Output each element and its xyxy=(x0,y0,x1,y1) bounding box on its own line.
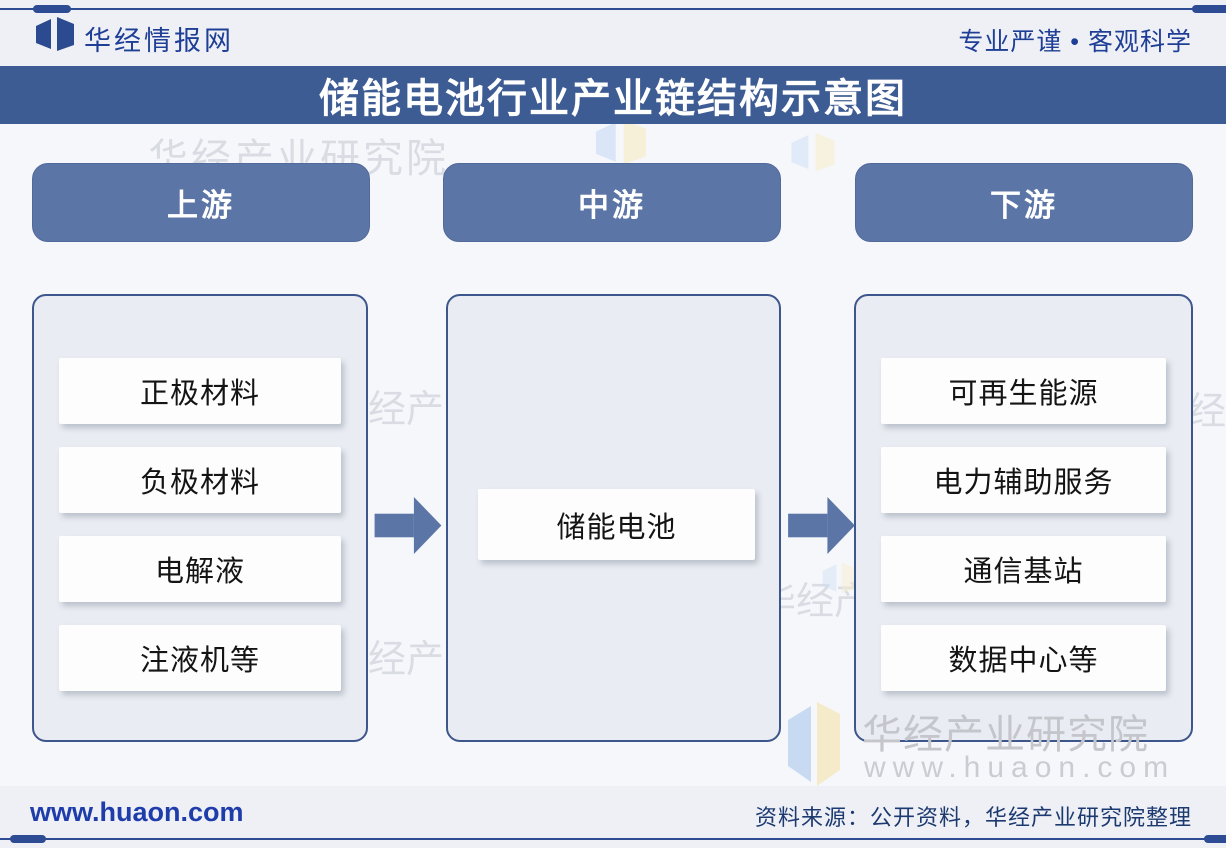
page-title: 储能电池行业产业链结构示意图 xyxy=(319,77,907,121)
stage-label: 中游 xyxy=(578,188,646,223)
chain-node-label: 可再生能源 xyxy=(948,378,1099,410)
watermark-logo-icon xyxy=(791,132,835,172)
chain-node-label: 电力辅助服务 xyxy=(933,467,1114,499)
footer-band xyxy=(0,786,1226,848)
brand-tagline: 专业严谨 • 客观科学 xyxy=(958,28,1192,56)
chain-node-label: 正极材料 xyxy=(139,378,260,410)
right-arrow-icon xyxy=(374,497,442,554)
downstream-panel: 可再生能源 电力辅助服务 通信基站 数据中心等 xyxy=(854,294,1193,742)
chain-node-label: 通信基站 xyxy=(963,556,1084,588)
top-rule-right-cap xyxy=(1192,5,1226,13)
chain-node: 储能电池 xyxy=(478,489,755,560)
watermark-logo-icon xyxy=(788,702,840,786)
bottom-rule-left-cap xyxy=(10,835,46,843)
stage-header-upstream: 上游 xyxy=(32,163,370,242)
chain-node-label: 数据中心等 xyxy=(948,645,1099,677)
chain-node-label: 电解液 xyxy=(154,556,245,588)
top-rule-left-cap xyxy=(33,5,71,13)
huajing-logo-icon xyxy=(36,17,74,51)
chain-node-label: 储能电池 xyxy=(556,511,677,544)
chain-node: 负极材料 xyxy=(59,447,341,513)
chain-node: 注液机等 xyxy=(59,625,341,691)
title-bar: 储能电池行业产业链结构示意图 xyxy=(0,66,1226,124)
upstream-panel: 正极材料 负极材料 电解液 注液机等 xyxy=(32,294,368,742)
top-rule xyxy=(0,8,1226,10)
footer-source-note: 资料来源：公开资料，华经产业研究院整理 xyxy=(754,805,1192,830)
bottom-rule xyxy=(0,838,1226,840)
footer-site-url: www.huaon.com xyxy=(30,797,244,827)
right-arrow-icon xyxy=(788,497,855,554)
chain-node-label: 负极材料 xyxy=(139,467,260,499)
chain-node-label: 注液机等 xyxy=(139,645,260,677)
upstream-item-list: 正极材料 负极材料 电解液 注液机等 xyxy=(59,358,341,691)
brand-name: 华经情报网 xyxy=(84,26,234,56)
stage-label: 下游 xyxy=(990,188,1058,223)
stage-label: 上游 xyxy=(167,188,235,223)
stage-header-downstream: 下游 xyxy=(855,163,1193,242)
chain-node: 电力辅助服务 xyxy=(881,447,1166,513)
downstream-item-list: 可再生能源 电力辅助服务 通信基站 数据中心等 xyxy=(881,358,1166,691)
masthead-band xyxy=(0,0,1226,66)
chain-node: 可再生能源 xyxy=(881,358,1166,424)
chain-node: 正极材料 xyxy=(59,358,341,424)
watermark-site: www.huaon.com xyxy=(864,751,1176,784)
bottom-rule-right-cap xyxy=(1204,835,1226,843)
chain-node: 电解液 xyxy=(59,536,341,602)
stage-header-midstream: 中游 xyxy=(443,163,781,242)
chain-node: 通信基站 xyxy=(881,536,1166,602)
chain-node: 数据中心等 xyxy=(881,625,1166,691)
